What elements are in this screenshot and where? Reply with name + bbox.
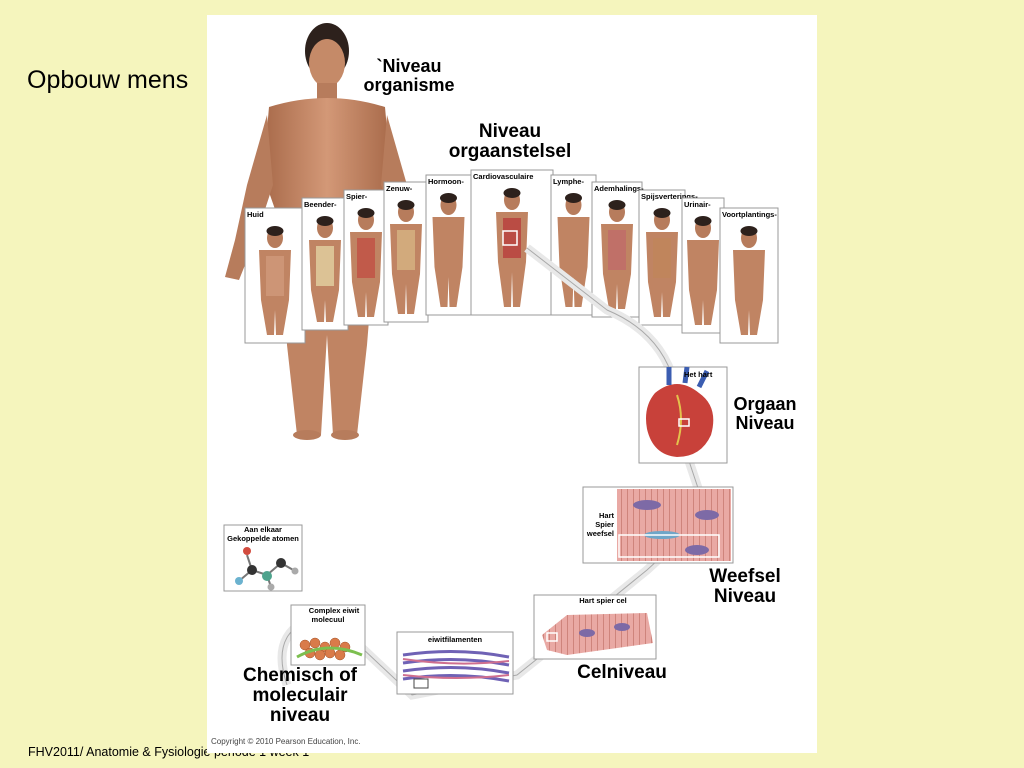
organ-system-label: Urinair- xyxy=(684,200,711,209)
level-tissue: Weefsel Niveau xyxy=(709,566,781,607)
organ-system-label: Huid xyxy=(247,210,264,219)
filaments-label: eiwitfilamenten xyxy=(428,635,483,644)
heart-highlight-box xyxy=(502,230,518,246)
organ-system-card-6: Cardiovasculaire xyxy=(470,169,554,316)
level-organ: Orgaan Niveau xyxy=(733,394,797,433)
organ-system-card-4: Zenuw- xyxy=(383,181,429,323)
organ-system-label: Spier- xyxy=(346,192,368,201)
organ-system-card-9: Spijsverterings- xyxy=(638,189,698,326)
slide-title: Opbouw mens xyxy=(27,66,189,94)
organ-system-card-5: Hormoon- xyxy=(425,174,472,316)
filaments-inset: eiwitfilamenten xyxy=(396,631,514,695)
progression-arrow-outline xyxy=(281,247,708,696)
organ-system-label: Lymphe- xyxy=(553,177,584,186)
organ-system-label: Beender- xyxy=(304,200,337,209)
cell-inset: Hart spier cel xyxy=(533,594,657,660)
organ-system-label: Hormoon- xyxy=(428,177,464,186)
organ-system-label: Zenuw- xyxy=(386,184,413,193)
heart-label: Het hart xyxy=(684,370,713,379)
level-organ-system: Niveau orgaanstelsel xyxy=(448,121,572,162)
organ-system-card-1: Huid xyxy=(244,207,306,344)
organ-system-cards: Huid Beender- Spier- Zenuw- Hormoon- Cardiova… xyxy=(244,169,779,344)
levels-of-organization-diagram: Huid Beender- Spier- Zenuw- Hormoon- Cardiova… xyxy=(223,23,779,700)
organ-system-label: Cardiovasculaire xyxy=(473,172,533,181)
figure-panel: Huid Beender- Spier- Zenuw- Hormoon- Cardiova… xyxy=(207,15,817,753)
organ-system-card-2: Beender- xyxy=(301,197,349,331)
copyright-notice: Copyright © 2010 Pearson Education, Inc. xyxy=(211,737,361,746)
organ-system-card-10: Urinair- xyxy=(681,197,725,334)
organ-system-card-3: Spier- xyxy=(343,189,389,326)
organ-system-label: Spijsverterings- xyxy=(641,192,698,201)
cell-label: Hart spier cel xyxy=(579,596,627,605)
level-chemical: Chemisch of moleculair niveau xyxy=(242,665,358,726)
heart-inset: Het hart xyxy=(638,366,728,464)
level-organism: `Niveau organisme xyxy=(363,56,455,95)
organ-system-label: Voortplantings- xyxy=(722,210,777,219)
level-cell: Celniveau xyxy=(577,662,667,683)
organ-system-card-11: Voortplantings- xyxy=(719,207,779,344)
organ-system-label: Ademhalings- xyxy=(594,184,644,193)
organ-system-card-8: Ademhalings- xyxy=(591,181,644,318)
